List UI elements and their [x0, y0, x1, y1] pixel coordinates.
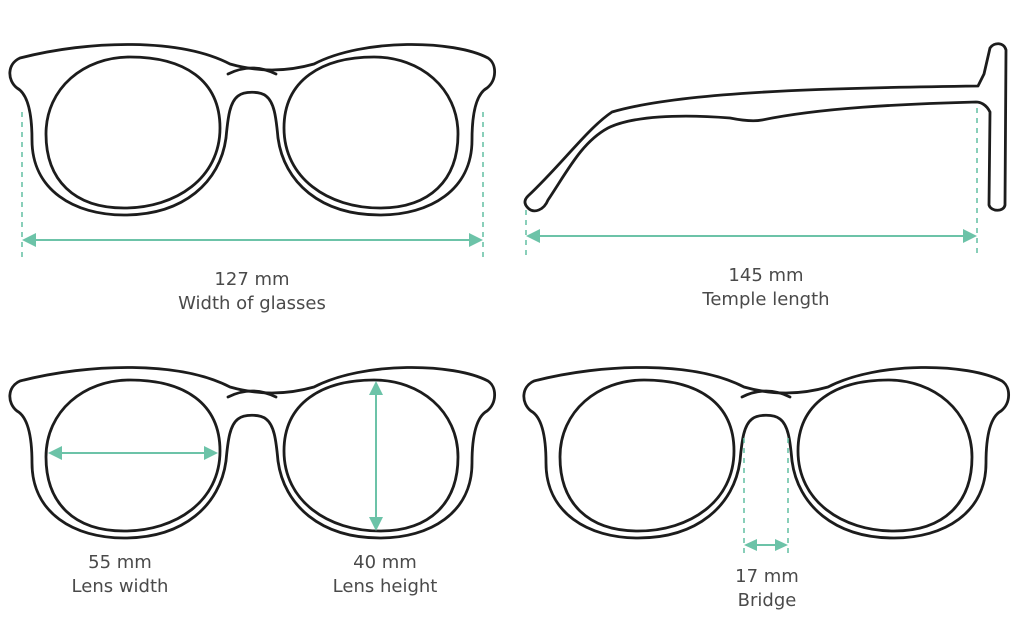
- front-view-lens-panel: [8, 366, 497, 540]
- bridge-caption: Bridge: [737, 590, 797, 611]
- lens-width-caption: Lens width: [71, 576, 169, 597]
- lens-width-arrow: [48, 446, 218, 460]
- bridge-value: 17 mm: [735, 566, 799, 587]
- width-value: 127 mm: [214, 269, 290, 290]
- bridge-arrow: [744, 539, 788, 551]
- lens-height-label: 40 mm Lens height: [333, 551, 438, 599]
- front-view-width-panel: [8, 43, 497, 262]
- lens-height-caption: Lens height: [332, 576, 438, 597]
- lens-height-arrow: [369, 381, 383, 531]
- lens-width-label: 55 mm Lens width: [72, 551, 169, 599]
- glasses-front-outline: [8, 43, 497, 217]
- temple-label: 145 mm Temple length: [702, 264, 829, 312]
- front-view-bridge-panel: [522, 366, 1011, 553]
- width-label: 127 mm Width of glasses: [178, 268, 326, 316]
- width-arrow: [22, 233, 483, 247]
- temple-arm-outline: [523, 42, 1008, 213]
- lens-height-value: 40 mm: [353, 552, 417, 573]
- temple-value: 145 mm: [728, 265, 804, 286]
- side-view-temple-panel: [523, 42, 1008, 258]
- width-caption: Width of glasses: [178, 293, 326, 314]
- bridge-label: 17 mm Bridge: [735, 565, 799, 613]
- temple-arrow: [526, 229, 977, 243]
- glasses-front-outline: [522, 366, 1011, 540]
- lens-width-value: 55 mm: [88, 552, 152, 573]
- temple-caption: Temple length: [702, 289, 830, 310]
